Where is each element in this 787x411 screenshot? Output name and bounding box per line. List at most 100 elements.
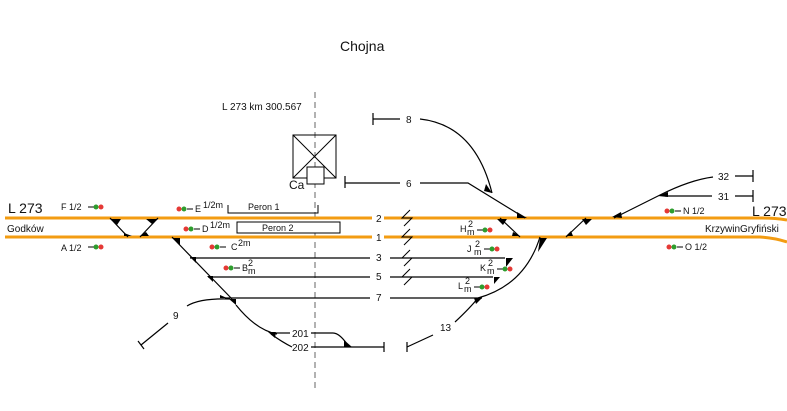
signal-green-lamp-icon: [502, 266, 508, 272]
track-2-label-bg: [372, 212, 384, 224]
lightning-icon: [400, 249, 414, 267]
signal-N[interactable]: N 1/2: [664, 206, 705, 216]
switch-marker: [517, 212, 527, 218]
track-9-label: 9: [173, 311, 179, 322]
signal-B[interactable]: B 2 m: [223, 258, 256, 276]
station-building: [292, 134, 337, 185]
lightning-icon: [400, 228, 414, 246]
signal-red-lamp-icon: [176, 206, 182, 212]
direction-left: Godków: [7, 224, 44, 235]
signal-green-lamp-icon: [228, 265, 234, 271]
signal-red-lamp-icon: [507, 266, 513, 272]
signal-J-label: J: [467, 244, 472, 254]
signal-H-sup: 2: [468, 219, 473, 229]
signal-L-sup: 2: [465, 276, 470, 286]
signal-C[interactable]: C 2m: [209, 238, 251, 252]
signal-green-lamp-icon: [479, 284, 485, 290]
signal-green-lamp-icon: [93, 204, 99, 210]
track-201-label: 201: [292, 329, 309, 340]
signal-green-lamp-icon: [489, 246, 495, 252]
signal-A-label: A 1/2: [61, 243, 82, 253]
signal-green-lamp-icon: [669, 208, 675, 214]
station-building-label: Ca: [289, 178, 305, 192]
electrification-symbols: [400, 209, 414, 286]
signal-D-sup: 1/2m: [210, 220, 230, 230]
signal-red-lamp-icon: [664, 208, 670, 214]
signal-L-sub: m: [464, 284, 472, 294]
track-13-lower: [406, 334, 434, 348]
signal-J-sub: m: [474, 247, 482, 257]
track-31-label: 31: [718, 192, 730, 203]
track-6-right: [420, 182, 526, 219]
track-32-label: 32: [718, 172, 730, 183]
track-7-label: 7: [376, 293, 382, 304]
station-title: Chojna: [340, 38, 385, 54]
track-9-upper: [186, 298, 231, 307]
signal-K[interactable]: K 2 m: [480, 258, 513, 276]
track-6-label: 6: [406, 179, 412, 190]
signal-red-lamp-icon: [98, 244, 104, 250]
signal-N-label: N 1/2: [683, 206, 705, 216]
signal-red-lamp-icon: [183, 226, 189, 232]
left-crossover: [109, 217, 159, 238]
track-9-lower: [140, 322, 169, 346]
switch-marker: [612, 212, 622, 218]
track-3-label: 3: [376, 253, 382, 264]
signal-K-label: K: [480, 263, 486, 273]
signal-F-label: F 1/2: [61, 202, 82, 212]
track-to-32: [613, 176, 714, 219]
signal-F[interactable]: F 1/2: [61, 202, 104, 212]
signal-H[interactable]: H 2 m: [460, 219, 493, 237]
platform-2-outline: [236, 221, 341, 234]
signal-C-label: C: [231, 242, 238, 252]
signal-red-lamp-icon: [487, 227, 493, 233]
main-track-2-right-curve: [700, 216, 787, 222]
switch-marker: [484, 184, 492, 193]
signal-L[interactable]: L 2 m: [458, 276, 490, 294]
right-crossover: [497, 217, 592, 238]
signal-O-label: O 1/2: [685, 242, 707, 252]
line-label-left: L 273: [8, 200, 43, 216]
signal-green-lamp-icon: [188, 226, 194, 232]
direction-right: KrzywinGryfiński: [705, 224, 779, 235]
signal-A[interactable]: A 1/2: [61, 243, 104, 253]
signal-red-lamp-icon: [223, 265, 229, 271]
track-5-label: 5: [376, 272, 382, 283]
track-2-label: 2: [376, 214, 382, 225]
signal-L-label: L: [458, 281, 463, 291]
signal-J[interactable]: J 2 m: [467, 239, 500, 257]
signal-H-sub: m: [467, 227, 475, 237]
track-8-right: [419, 118, 493, 194]
track-left-to-201: [235, 304, 278, 335]
signal-B-sup: 2: [248, 258, 253, 268]
signal-K-sup: 2: [488, 258, 493, 268]
signal-red-lamp-icon: [484, 284, 490, 290]
track-202-label: 202: [292, 343, 309, 354]
signal-D-label: D: [202, 224, 209, 234]
signal-K-sub: m: [487, 266, 495, 276]
signal-J-sup: 2: [475, 239, 480, 249]
lightning-icon: [400, 209, 414, 227]
signal-H-label: H: [460, 224, 467, 234]
track-13-upper: [454, 297, 479, 323]
signal-B-sub: m: [248, 266, 256, 276]
signal-green-lamp-icon: [214, 244, 220, 250]
line-label-right: L 273: [752, 203, 787, 219]
signal-red-lamp-icon: [494, 246, 500, 252]
platform-1-outline: [227, 205, 319, 214]
signal-red-lamp-icon: [98, 204, 104, 210]
main-track-1-right-curve: [700, 235, 787, 244]
signal-red-lamp-icon: [666, 244, 672, 250]
track-8-label: 8: [406, 115, 412, 126]
left-switch-ladder: [171, 236, 236, 305]
track-201-right: [311, 332, 350, 348]
switch-marker: [494, 277, 500, 284]
signal-O[interactable]: O 1/2: [666, 242, 708, 252]
signal-E[interactable]: E 1/2m: [176, 200, 224, 214]
signal-D[interactable]: D 1/2m: [183, 220, 231, 234]
signal-green-lamp-icon: [93, 244, 99, 250]
switch-marker: [538, 238, 547, 252]
track-1-label-bg: [372, 231, 384, 243]
platform-1-label: Peron 1: [248, 202, 280, 212]
